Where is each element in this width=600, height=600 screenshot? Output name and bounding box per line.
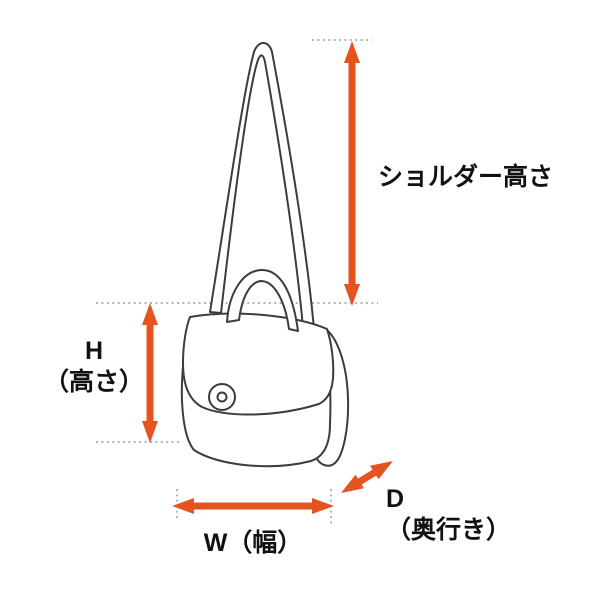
height-arrow xyxy=(142,303,158,443)
shoulder-height-label: ショルダー高さ xyxy=(378,163,554,191)
bag-clasp-inner xyxy=(216,391,228,403)
height-label: H （高さ） xyxy=(38,336,150,398)
bag-clasp-outer xyxy=(208,383,236,411)
height-label-letter: H xyxy=(84,337,104,365)
depth-label-caption: （奥行き） xyxy=(386,516,512,544)
bag-front-flap xyxy=(182,312,335,416)
bag-top-handle xyxy=(226,268,299,332)
shoulder-height-arrow xyxy=(344,41,360,306)
width-label: W（幅） xyxy=(203,529,303,557)
width-arrow xyxy=(172,498,334,514)
bag-illustration xyxy=(180,42,350,468)
depth-label: D （奥行き） xyxy=(386,484,511,546)
depth-label-letter: D xyxy=(386,485,405,513)
depth-arrow xyxy=(341,461,393,493)
height-label-caption: （高さ） xyxy=(43,368,144,396)
bag-shoulder-strap xyxy=(209,42,316,341)
